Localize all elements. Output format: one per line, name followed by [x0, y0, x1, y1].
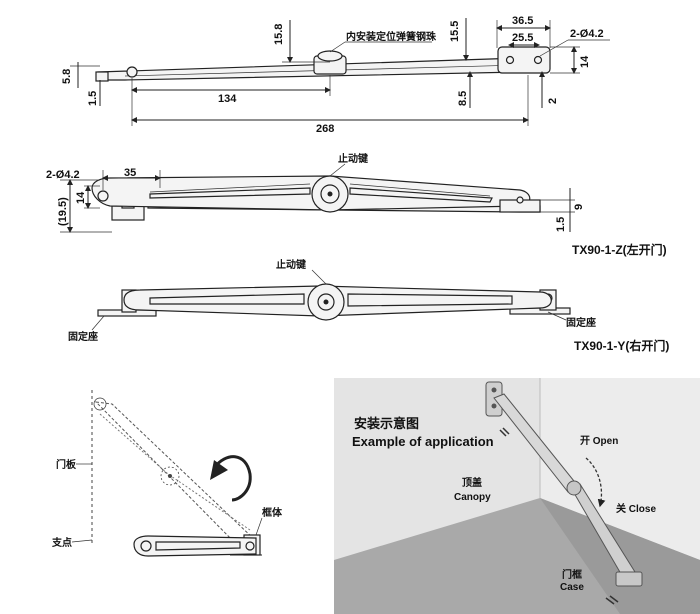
side-schematic: 门板 支点 框体 [51, 390, 283, 557]
app-title-en: Example of application [352, 434, 494, 449]
app-case-cn: 门框 [562, 568, 582, 581]
app-case-en: Case [560, 582, 584, 593]
side-frame-label: 框体 [262, 506, 283, 519]
y-stop-key-label: 止动键 [276, 258, 307, 271]
dim-8-5: 8.5 [457, 91, 469, 106]
side-pivot-label: 支点 [51, 536, 72, 549]
y-model-label: TX90-1-Y(右开门) [574, 338, 669, 353]
z-model-label: TX90-1-Z(左开门) [572, 242, 667, 257]
z-dim-19-5: (19.5) [57, 197, 69, 226]
app-open-label: 开 Open [580, 435, 618, 447]
y-base-right-label: 固定座 [566, 316, 596, 329]
y-base-left-label: 固定座 [68, 330, 98, 343]
dim-holes: 2-Ø4.2 [570, 28, 604, 40]
dim-134: 134 [218, 93, 237, 105]
z-dim-holes: 2-Ø4.2 [46, 169, 80, 181]
dim-14: 14 [579, 55, 591, 68]
z-dim-1-5: 1.5 [555, 217, 567, 232]
dim-15-5: 15.5 [449, 21, 461, 42]
z-dim-14: 14 [75, 191, 87, 204]
dim-268: 268 [316, 123, 334, 135]
dim-36-5: 36.5 [512, 15, 533, 27]
spring-bead-label: 内安装定位弹簧钢珠 [346, 30, 437, 43]
app-canopy-en: Canopy [454, 492, 491, 503]
top-view: 36.5 25.5 2-Ø4.2 15.8 15.5 14 5.8 1.5 13… [61, 15, 610, 135]
z-dim-35: 35 [124, 167, 136, 179]
app-canopy-cn: 顶盖 [462, 476, 482, 489]
app-title-cn: 安装示意图 [354, 416, 419, 431]
app-close-label: 关 Close [616, 502, 656, 515]
y-view: 止动键 固定座 固定座 TX90-1-Y(右开门) [68, 258, 669, 353]
dim-25-5: 25.5 [512, 32, 533, 44]
z-view: 2-Ø4.2 35 14 (19.5) 9 1.5 止动键 TX90-1-Z(左… [46, 152, 667, 257]
dim-5-8: 5.8 [61, 69, 73, 84]
application-illustration: 安装示意图 Example of application 开 Open 关 Cl… [334, 378, 700, 614]
z-stop-key-label: 止动键 [338, 152, 369, 165]
side-door-label: 门板 [56, 458, 77, 471]
dim-2: 2 [547, 98, 559, 104]
z-dim-9: 9 [573, 204, 585, 210]
dim-1-5: 1.5 [87, 91, 99, 106]
dim-15-8: 15.8 [273, 24, 285, 45]
